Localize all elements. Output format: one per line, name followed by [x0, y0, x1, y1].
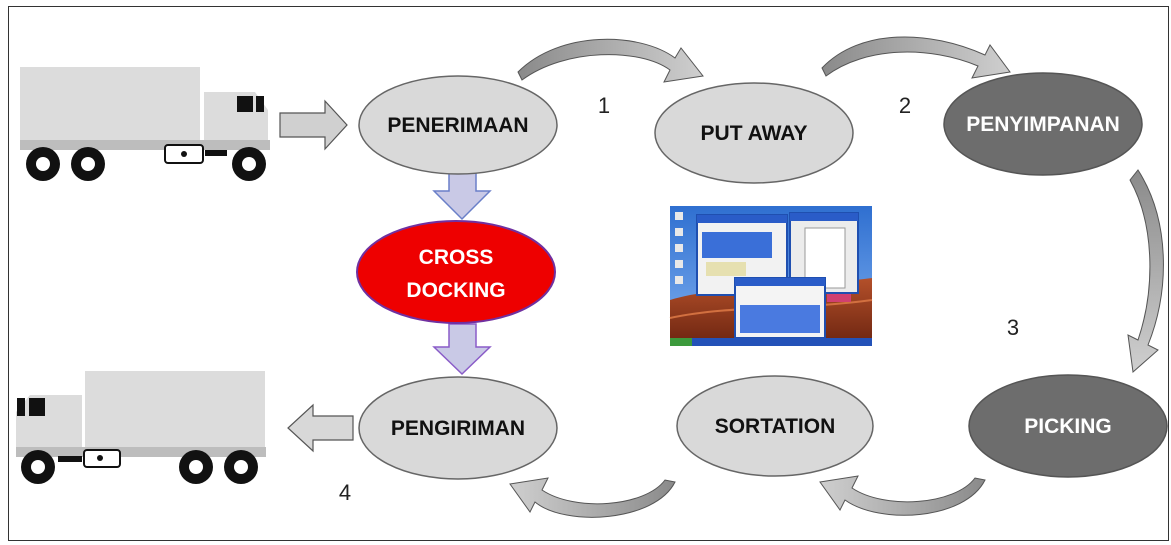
truck-icon	[20, 67, 270, 181]
curved-arrow	[517, 38, 704, 83]
step-number: 3	[1007, 315, 1019, 340]
curved-arrow	[509, 477, 676, 518]
computer-screen-icon	[669, 206, 873, 346]
truck-icon	[16, 371, 266, 484]
step-number: 4	[339, 480, 351, 505]
node-label: PENERIMAAN	[387, 114, 528, 137]
node-picking: PICKING	[968, 374, 1168, 478]
node-label: PENYIMPANAN	[966, 113, 1120, 136]
curved-arrow	[1127, 169, 1164, 373]
node-penerimaan: PENERIMAAN	[358, 75, 558, 175]
curved-arrow	[819, 475, 986, 516]
down-arrow	[432, 323, 492, 376]
node-put-away: PUT AWAY	[654, 82, 854, 184]
right-arrow	[279, 99, 348, 151]
curved-arrow	[821, 36, 1011, 79]
node-sortation: SORTATION	[676, 375, 874, 477]
node-cross-docking: CROSS DOCKING	[356, 220, 556, 324]
left-arrow	[287, 403, 354, 453]
node-penyimpanan: PENYIMPANAN	[943, 72, 1143, 176]
node-label: PUT AWAY	[701, 122, 808, 145]
node-label: CROSS	[419, 246, 494, 269]
node-label: DOCKING	[406, 279, 505, 302]
node-label: PICKING	[1024, 415, 1112, 438]
node-pengiriman: PENGIRIMAN	[358, 376, 558, 480]
step-number: 1	[598, 93, 610, 118]
node-label: SORTATION	[715, 415, 836, 438]
step-number: 2	[899, 93, 911, 118]
node-label: PENGIRIMAN	[391, 417, 525, 440]
